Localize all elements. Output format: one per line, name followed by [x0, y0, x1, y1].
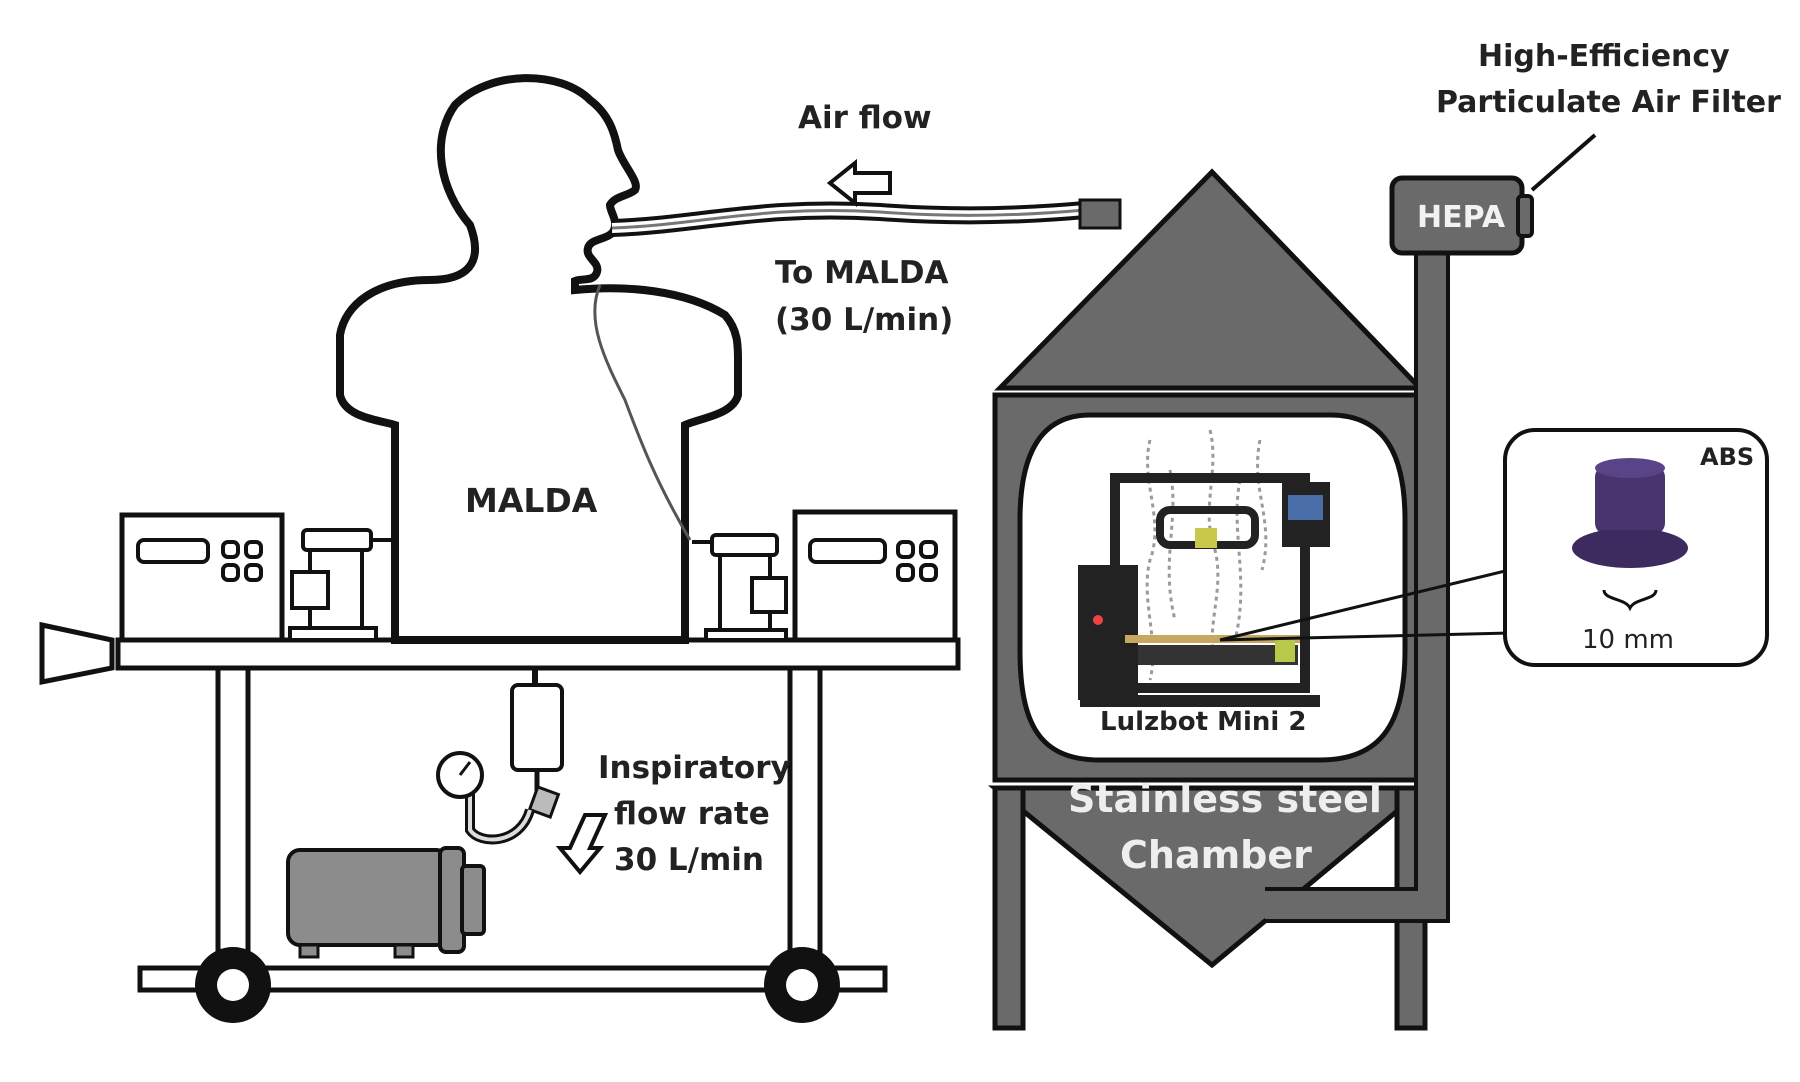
table-leg-left: [215, 665, 251, 961]
manikin-outline: [336, 74, 742, 644]
label-hepa-title-1: High-Efficiency: [1478, 39, 1730, 74]
label-abs: ABS: [1700, 443, 1754, 471]
label-hepa-title-2: Particulate Air Filter: [1436, 85, 1781, 120]
tube-connector: [1078, 198, 1122, 230]
printer-photo: [1078, 429, 1330, 707]
label-scale: 10 mm: [1582, 625, 1674, 655]
filter-canister: [510, 683, 564, 772]
sampling-line: [593, 284, 692, 541]
label-inspiratory: Inspiratory: [598, 750, 791, 786]
callout-line-1: [1219, 563, 1531, 642]
left-controller: [119, 512, 395, 643]
label-flow-value: 30 L/min: [614, 842, 764, 878]
chamber: [987, 168, 1534, 1031]
flow-down-arrow-icon: [555, 813, 609, 876]
air-flow-arrow-icon: [826, 158, 892, 208]
vacuum-pump: [286, 668, 609, 959]
label-chamber: Stainless steel: [1068, 777, 1382, 821]
table-top: [115, 637, 961, 671]
hepa-leader-line: [1530, 133, 1597, 192]
abs-inset: [1503, 428, 1769, 667]
cart: [39, 621, 961, 1023]
label-malda: MALDA: [465, 481, 598, 520]
label-flow-rate: flow rate: [614, 796, 770, 832]
label-hepa: HEPA: [1417, 200, 1506, 235]
label-chamber-2: Chamber: [1120, 833, 1312, 877]
table-leg-right: [787, 665, 823, 961]
label-to-malda-rate: (30 L/min): [775, 302, 953, 338]
right-controller: [692, 509, 958, 643]
callout-line-2: [1219, 631, 1511, 642]
label-air-flow: Air flow: [798, 100, 932, 136]
label-to-malda: To MALDA: [775, 255, 948, 291]
inlet-cone: [39, 621, 115, 686]
label-printer: Lulzbot Mini 2: [1100, 707, 1306, 737]
bottom-rail: [137, 965, 888, 993]
